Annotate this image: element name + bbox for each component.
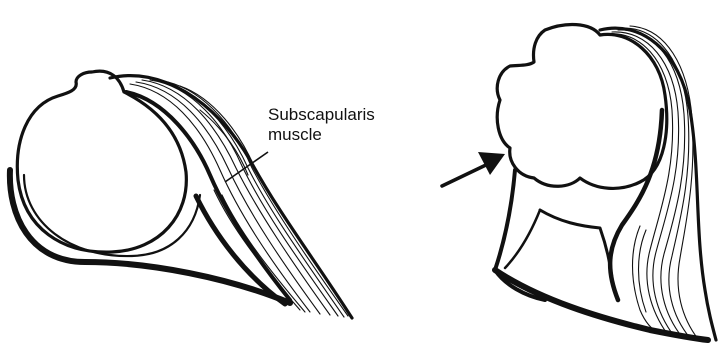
right-glenoid-outline xyxy=(495,170,545,300)
left-inner-capsule xyxy=(24,175,200,256)
arrow-shaft xyxy=(442,164,488,186)
right-muscle-inner xyxy=(610,110,662,300)
arrowhead-icon xyxy=(478,152,505,175)
left-humeral-head xyxy=(17,71,186,252)
right-muscle-fibers xyxy=(606,26,698,339)
arrow-pointer xyxy=(442,152,505,186)
subscapularis-label: Subscapularis muscle xyxy=(268,105,375,145)
label-line-2: muscle xyxy=(268,125,375,145)
right-humeral-head xyxy=(497,25,666,189)
label-line-1: Subscapularis xyxy=(268,105,375,125)
right-panel xyxy=(495,25,716,340)
right-glenoid-notch xyxy=(540,210,612,278)
